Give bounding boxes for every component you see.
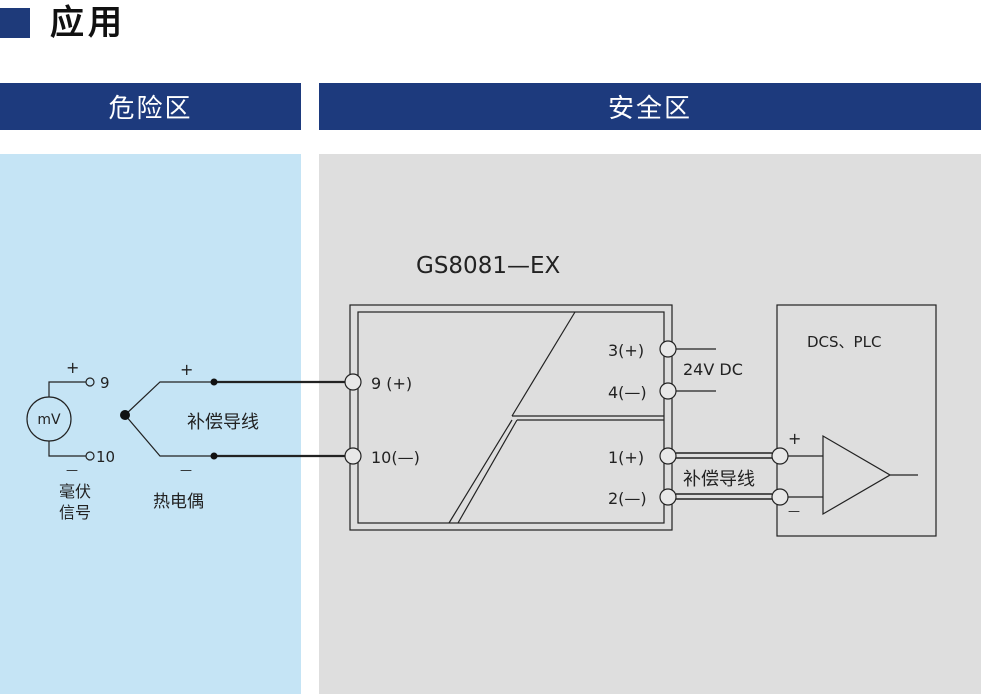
- comp-wire-label-right: 补偿导线: [683, 469, 755, 490]
- hazardous-zone-area: [0, 154, 301, 694]
- tc-minus: —: [180, 463, 192, 477]
- device-label: GS8081—EX: [416, 253, 560, 279]
- isolator-divider-upper: [511, 311, 576, 417]
- title-square-icon: [0, 8, 30, 38]
- power-terminal-3-icon: [659, 340, 677, 358]
- isolator-box: [349, 304, 673, 531]
- power-neg-label: 4(—): [608, 383, 647, 402]
- millivolt-label-line1: 毫伏: [59, 482, 91, 501]
- input-neg-label: 10(—): [371, 448, 420, 467]
- meter-wire-negative: [48, 441, 86, 457]
- power-terminal-4-icon: [659, 382, 677, 400]
- output-pos-label: 1(+): [608, 448, 644, 467]
- amp-plus: +: [788, 429, 801, 448]
- tc-lead-positive-dot: [210, 378, 218, 386]
- dcs-label: DCS、PLC: [807, 333, 881, 351]
- input-terminal-9-icon: [344, 373, 362, 391]
- thermocouple-junction-dot: [120, 410, 130, 420]
- millivolt-label-line2: 信号: [59, 503, 91, 522]
- output-terminal-1-icon: [659, 447, 677, 465]
- output-terminal-2-icon: [659, 488, 677, 506]
- dcs-box: [776, 304, 937, 537]
- tc-lead-negative-dot: [210, 452, 218, 460]
- meter-label: mV: [37, 412, 61, 428]
- meter-terminal-9-label: 9: [100, 374, 110, 392]
- meter-wire-positive: [48, 381, 86, 397]
- safe-zone-area: [319, 154, 981, 694]
- input-pos-label: 9 (+): [371, 374, 412, 393]
- tc-plus: +: [180, 360, 193, 379]
- hazardous-zone-header: 危险区: [0, 83, 301, 130]
- input-terminal-10-icon: [344, 447, 362, 465]
- thermocouple-label: 热电偶: [153, 492, 204, 512]
- meter-terminal-9-icon: [85, 377, 95, 387]
- isolator-divider-lower-left: [448, 419, 513, 524]
- dcs-terminal-neg-icon: [771, 488, 789, 506]
- meter-plus: +: [66, 358, 79, 377]
- meter-minus: —: [66, 463, 78, 477]
- meter-terminal-10-icon: [85, 451, 95, 461]
- power-label: 24V DC: [683, 360, 743, 379]
- power-pos-label: 3(+): [608, 341, 644, 360]
- isolator-inner-box: [357, 311, 665, 524]
- comp-wire-label-left: 补偿导线: [187, 412, 259, 433]
- page-title: 应用: [50, 3, 126, 43]
- safe-zone-header: 安全区: [319, 83, 981, 130]
- isolator-divider-lower-right: [457, 419, 518, 524]
- amp-minus: —: [788, 504, 800, 518]
- thermocouple-wire-positive: [124, 381, 212, 416]
- output-neg-label: 2(—): [608, 489, 647, 508]
- thermocouple-wire-negative: [124, 414, 212, 457]
- meter-terminal-10-label: 10: [96, 448, 115, 466]
- amplifier-triangle: [822, 434, 892, 516]
- dcs-terminal-pos-icon: [771, 447, 789, 465]
